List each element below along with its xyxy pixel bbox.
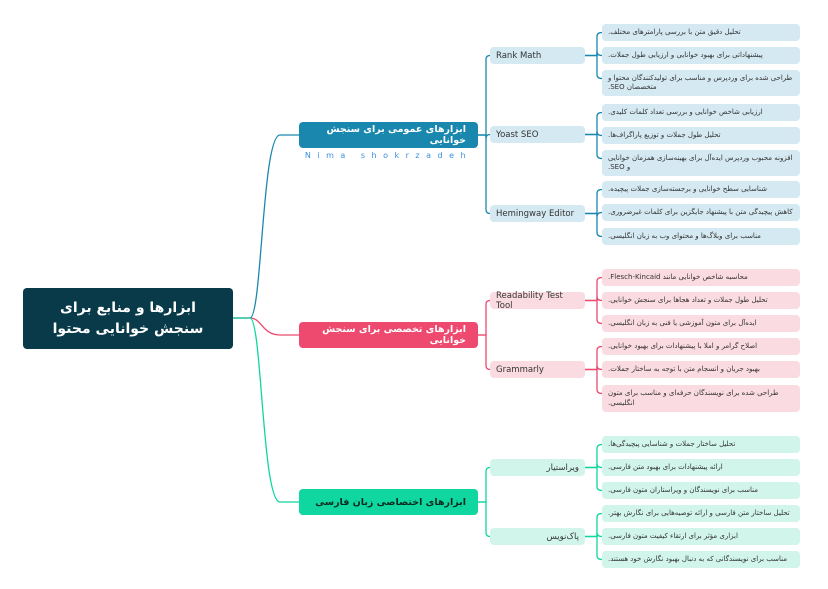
subtopic-node[interactable]: پاک‌نویس xyxy=(490,528,585,545)
leaf-node[interactable]: ارائه پیشنهادات برای بهبود متن فارسی. xyxy=(602,459,800,476)
sub-leaf-connector xyxy=(585,535,603,561)
branch-persian[interactable]: ابزارهای اختصاصی زبان فارسی xyxy=(299,489,478,515)
leaf-text: کاهش پیچیدگی متن با پیشنهاد جایگزین برای… xyxy=(608,207,793,216)
sub-leaf-connector xyxy=(585,368,603,395)
subtopic-label: Rank Math xyxy=(496,50,542,61)
leaf-node[interactable]: تحلیل ساختار جملات و شناسایی پیچیدگی‌ها. xyxy=(602,436,800,453)
leaf-text: ارائه پیشنهادات برای بهبود متن فارسی. xyxy=(608,462,723,471)
leaf-node[interactable]: شناسایی سطح خوانایی و برجسته‌سازی جملات … xyxy=(602,181,800,198)
subtopic-node[interactable]: ویراستیار xyxy=(490,459,585,476)
leaf-node[interactable]: ارزیابی شاخص خوانایی و بررسی تعداد کلمات… xyxy=(602,104,800,121)
leaf-text: تحلیل طول جملات و تعداد هجاها برای سنجش … xyxy=(608,295,768,304)
leaf-node[interactable]: تحلیل ساختار متن فارسی و ارائه توصیه‌های… xyxy=(602,505,800,522)
subtopic-label: Readability Test Tool xyxy=(496,290,563,311)
sub-leaf-connector xyxy=(585,463,603,469)
leaf-node[interactable]: ایده‌آل برای متون آموزشی یا فنی به زبان … xyxy=(602,315,800,332)
sub-leaf-connector xyxy=(585,54,603,80)
subtopic-label: ویراستیار xyxy=(546,462,579,473)
subtopic-node[interactable]: Yoast SEO xyxy=(490,126,585,143)
root-title: ابزارها و منابع برای سنجش خوانایی محتوا xyxy=(52,300,204,337)
leaf-text: ایده‌آل برای متون آموزشی یا فنی به زبان … xyxy=(608,318,757,327)
leaf-text: ابزاری مؤثر برای ارتقاء کیفیت متون فارسی… xyxy=(608,531,738,540)
leaf-text: تحلیل ساختار متن فارسی و ارائه توصیه‌های… xyxy=(608,508,790,517)
leaf-text: افزونه محبوب وردپرس ایده‌آل برای بهینه‌س… xyxy=(608,153,793,171)
root-branch-connector xyxy=(233,134,299,319)
branch-label: ابزارهای تخصصی برای سنجش خوانایی xyxy=(322,324,466,346)
branch-sub-connector xyxy=(478,501,491,538)
sub-leaf-connector xyxy=(585,512,603,538)
root-branch-connector xyxy=(233,317,299,503)
leaf-node[interactable]: کاهش پیچیدگی متن با پیشنهاد جایگزین برای… xyxy=(602,204,800,221)
branch-label: ابزارهای عمومی برای سنجش خوانایی xyxy=(326,124,467,146)
sub-leaf-connector xyxy=(585,133,603,160)
leaf-node[interactable]: تحلیل طول جملات و توزیع پاراگراف‌ها. xyxy=(602,127,800,144)
leaf-text: تحلیل دقیق متن با بررسی پارامترهای مختلف… xyxy=(608,27,741,36)
leaf-node[interactable]: مناسب برای نویسندگان و ویراستاران متون ف… xyxy=(602,482,800,499)
subtopic-label: Yoast SEO xyxy=(496,129,539,140)
subtopic-label: پاک‌نویس xyxy=(546,531,579,542)
sub-leaf-connector xyxy=(585,131,603,137)
leaf-node[interactable]: پیشنهاداتی برای بهبود خوانایی و ارزیابی … xyxy=(602,47,800,64)
subtopic-node[interactable]: Rank Math xyxy=(490,47,585,64)
leaf-text: مناسب برای نویسندگان و ویراستاران متون ف… xyxy=(608,485,758,494)
sub-leaf-connector xyxy=(585,299,603,325)
leaf-node[interactable]: طراحی شده برای نویسندگان حرفه‌ای و مناسب… xyxy=(602,385,800,412)
leaf-node[interactable]: مناسب برای نویسندگانی که به دنبال بهبود … xyxy=(602,551,800,568)
sub-leaf-connector xyxy=(585,466,603,492)
sub-leaf-connector xyxy=(585,276,603,302)
branch-general[interactable]: ابزارهای عمومی برای سنجش خوانایی xyxy=(299,122,478,148)
subtopic-node[interactable]: Grammarly xyxy=(490,361,585,378)
sub-leaf-connector xyxy=(585,365,603,371)
sub-leaf-connector xyxy=(585,296,603,302)
root-topic[interactable]: ابزارها و منابع برای سنجش خوانایی محتوا xyxy=(23,288,233,349)
branch-specialized[interactable]: ابزارهای تخصصی برای سنجش خوانایی xyxy=(299,322,478,348)
leaf-text: طراحی شده برای نویسندگان حرفه‌ای و مناسب… xyxy=(608,389,779,407)
leaf-node[interactable]: بهبود جریان و انسجام متن با توجه به ساخت… xyxy=(602,361,800,378)
branch-sub-connector xyxy=(478,466,491,503)
leaf-text: اصلاح گرامر و املا با پیشنهادات برای بهب… xyxy=(608,341,758,350)
leaf-text: تحلیل طول جملات و توزیع پاراگراف‌ها. xyxy=(608,130,721,139)
subtopic-node[interactable]: Readability Test Tool xyxy=(490,290,585,311)
leaf-node[interactable]: محاسبه شاخص خوانایی مانند Flesch-Kincaid… xyxy=(602,269,800,286)
sub-leaf-connector xyxy=(585,345,603,371)
sub-leaf-connector xyxy=(585,443,603,469)
watermark: Nima shokrzadeh xyxy=(304,151,473,160)
branch-sub-connector xyxy=(478,334,491,371)
sub-leaf-connector xyxy=(585,532,603,538)
leaf-node[interactable]: طراحی شده برای وردپرس و مناسب برای تولید… xyxy=(602,70,800,96)
leaf-text: بهبود جریان و انسجام متن با توجه به ساخت… xyxy=(608,364,760,373)
subtopic-label: Grammarly xyxy=(496,364,544,375)
leaf-node[interactable]: ابزاری مؤثر برای ارتقاء کیفیت متون فارسی… xyxy=(602,528,800,545)
leaf-node[interactable]: تحلیل طول جملات و تعداد هجاها برای سنجش … xyxy=(602,292,800,309)
leaf-text: شناسایی سطح خوانایی و برجسته‌سازی جملات … xyxy=(608,184,768,193)
branch-sub-connector xyxy=(478,134,491,215)
leaf-text: محاسبه شاخص خوانایی مانند Flesch-Kincaid… xyxy=(608,272,748,281)
leaf-text: مناسب برای وبلاگ‌ها و محتوای وب به زبان … xyxy=(608,231,761,240)
leaf-node[interactable]: مناسب برای وبلاگ‌ها و محتوای وب به زبان … xyxy=(602,228,800,245)
subtopic-label: Hemingway Editor xyxy=(496,208,575,219)
sub-leaf-connector xyxy=(585,188,603,215)
root-branch-connector xyxy=(233,317,299,336)
branch-sub-connector xyxy=(478,54,491,136)
leaf-text: طراحی شده برای وردپرس و مناسب برای تولید… xyxy=(608,73,793,91)
leaf-text: تحلیل ساختار جملات و شناسایی پیچیدگی‌ها. xyxy=(608,439,736,448)
branch-sub-connector xyxy=(478,299,491,336)
sub-leaf-connector xyxy=(585,31,603,57)
leaf-node[interactable]: اصلاح گرامر و املا با پیشنهادات برای بهب… xyxy=(602,338,800,355)
leaf-node[interactable]: تحلیل دقیق متن با بررسی پارامترهای مختلف… xyxy=(602,24,800,41)
leaf-text: ارزیابی شاخص خوانایی و بررسی تعداد کلمات… xyxy=(608,107,763,116)
branch-label: ابزارهای اختصاصی زبان فارسی xyxy=(315,496,466,508)
leaf-text: مناسب برای نویسندگانی که به دنبال بهبود … xyxy=(608,554,787,563)
sub-leaf-connector xyxy=(585,212,603,238)
sub-leaf-connector xyxy=(585,111,603,136)
subtopic-node[interactable]: Hemingway Editor xyxy=(490,205,585,222)
leaf-node[interactable]: افزونه محبوب وردپرس ایده‌آل برای بهینه‌س… xyxy=(602,150,800,176)
sub-leaf-connector xyxy=(585,51,603,57)
leaf-text: پیشنهاداتی برای بهبود خوانایی و ارزیابی … xyxy=(608,50,763,59)
